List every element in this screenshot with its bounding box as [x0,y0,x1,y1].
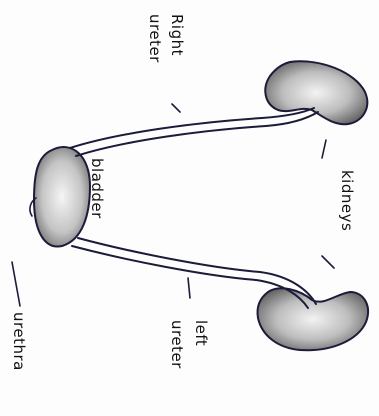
label-kidneys: kidneys [338,170,356,231]
right-kidney [265,61,367,124]
label-left-ureter-line2: ureter [168,320,186,369]
label-urethra: urethra [10,312,28,371]
urethra-pointer [12,262,20,306]
label-right-ureter-line2: ureter [146,14,164,63]
kidneys-pointer-top [322,140,326,158]
right-ureter [70,108,314,148]
label-right-ureter-line1: Right [168,14,186,56]
kidneys-pointer-bottom [322,256,334,268]
left-ureter-pointer [188,278,190,298]
right-ureter-pointer [172,104,180,112]
label-left-ureter-line1: left [192,320,210,346]
label-bladder: bladder [88,158,106,219]
bladder [34,147,90,246]
